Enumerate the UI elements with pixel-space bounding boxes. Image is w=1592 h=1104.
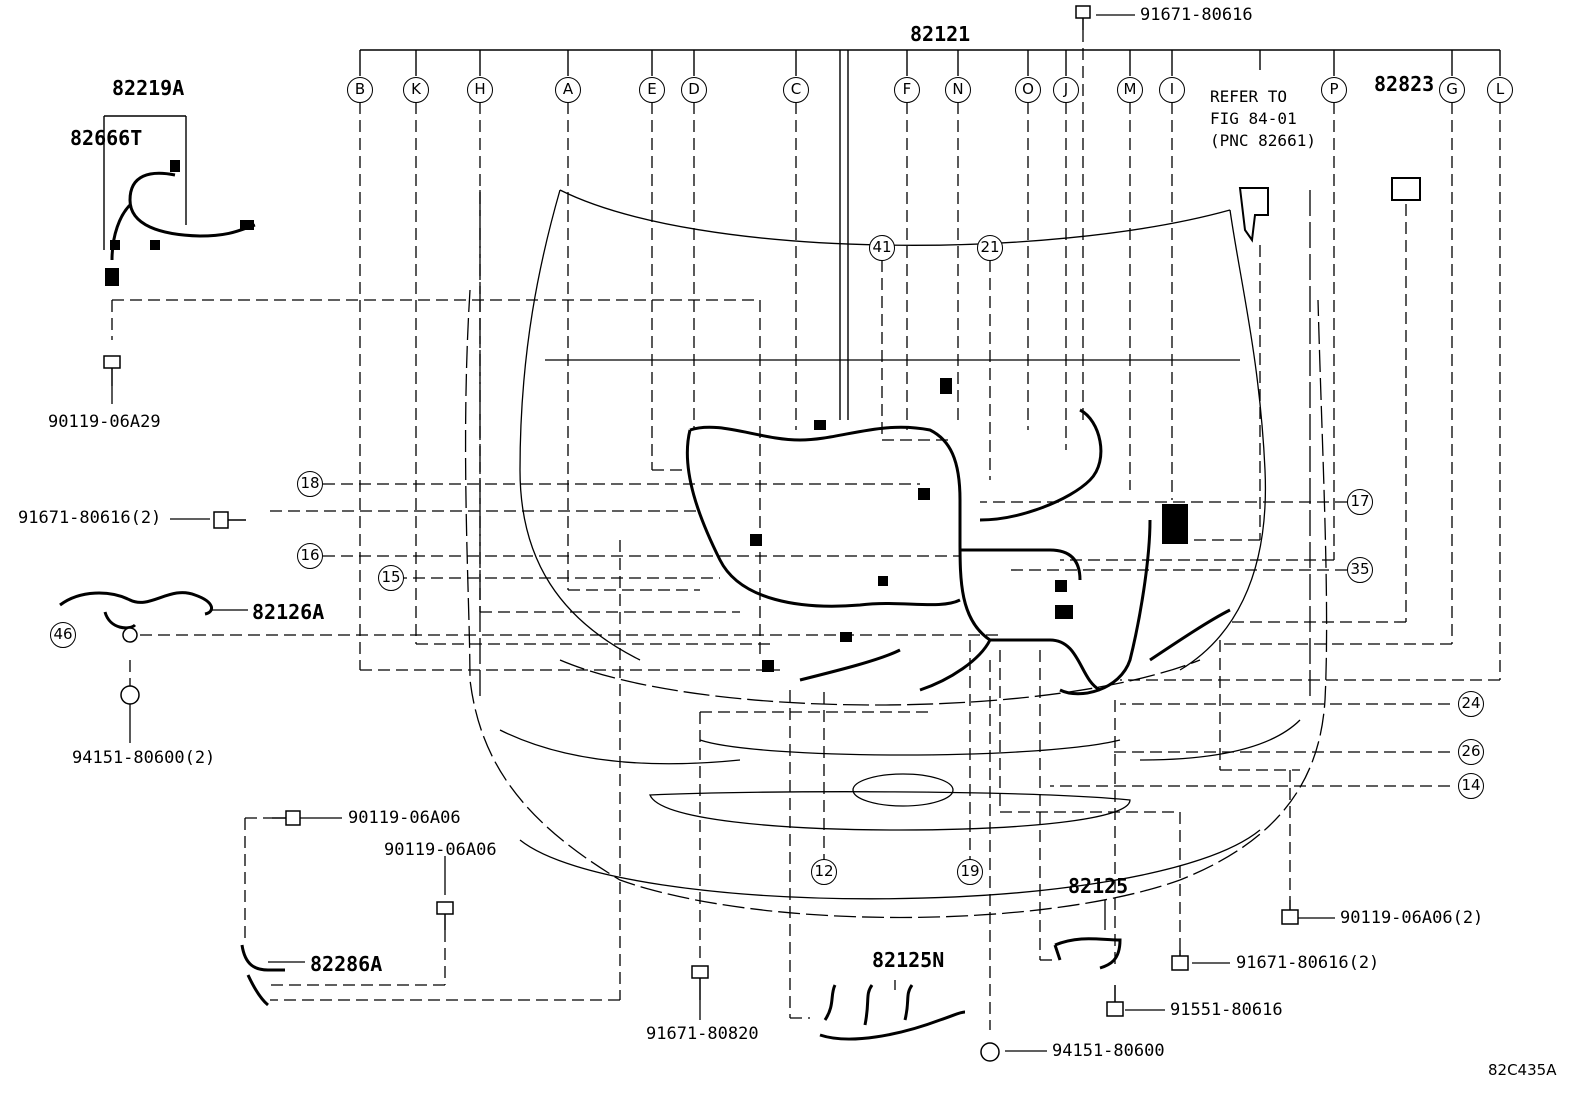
part-number: 91671-80616(2)	[18, 508, 162, 528]
callout-82125: 82125	[1068, 874, 1129, 898]
part-number: 94151-80600(2)	[72, 748, 216, 768]
ref-number: 17	[1347, 489, 1373, 515]
bolt-icon	[1172, 950, 1188, 970]
part-number: 91671-80820	[646, 1024, 759, 1044]
bolt-icon	[272, 811, 300, 825]
connector-letter: P	[1321, 77, 1347, 103]
part-number: 90119-06A29	[48, 412, 161, 432]
ref-number: 35	[1347, 557, 1373, 583]
callout-82286A: 82286A	[310, 952, 383, 976]
part-number: 90119-06A06	[384, 840, 497, 860]
connector-letter: B	[347, 77, 373, 103]
fastener-icons	[104, 6, 1298, 1061]
ref-number: 18	[297, 471, 323, 497]
part-number: 91551-80616	[1170, 1000, 1283, 1020]
refer-note-line2: FIG 84-01	[1210, 109, 1297, 128]
callout-82126A: 82126A	[252, 600, 325, 624]
connector-letter: K	[403, 77, 429, 103]
ref-number: 15	[378, 565, 404, 591]
ref-number: 46	[50, 622, 76, 648]
main-harness-callout: 82121	[910, 22, 971, 46]
callout-82125N: 82125N	[872, 948, 945, 972]
bolt-icon	[104, 356, 120, 386]
connector-letter: C	[783, 77, 809, 103]
connector-letter: A	[555, 77, 581, 103]
part-number: 91671-80616	[1140, 5, 1253, 25]
connector-letter: N	[945, 77, 971, 103]
ref-number: 24	[1458, 691, 1484, 717]
main-harness	[687, 410, 1230, 694]
part-number: 94151-80600	[1052, 1041, 1165, 1061]
refer-note-line3: (PNC 82661)	[1210, 131, 1316, 150]
harness-82126A	[60, 593, 212, 628]
bolt-icon	[437, 902, 453, 930]
connector-letter: J	[1053, 77, 1079, 103]
connector-letter: F	[894, 77, 920, 103]
ref-number: 14	[1458, 773, 1484, 799]
harness-82125N	[820, 985, 965, 1039]
connector-blocks	[105, 160, 1188, 672]
refer-note-line1: REFER TO	[1210, 87, 1288, 106]
part-82823	[1392, 178, 1420, 200]
leader-lines	[112, 30, 1500, 1030]
ref-number: 12	[811, 859, 837, 885]
solid-leaders	[112, 15, 1335, 1051]
bolt-icon	[1076, 6, 1090, 30]
nut-icon	[981, 1043, 999, 1061]
connector-letter: H	[467, 77, 493, 103]
ref-number: 26	[1458, 739, 1484, 765]
bracket-82219A	[104, 116, 186, 250]
vehicle-outline	[466, 190, 1327, 918]
part-number: 90119-06A06(2)	[1340, 908, 1484, 928]
bolt-icon	[1107, 985, 1123, 1016]
nut-icon	[121, 628, 139, 704]
figure-code: 82C435A	[1488, 1061, 1557, 1079]
callout-82823: 82823	[1374, 72, 1435, 96]
main-callout-bracket	[360, 50, 1500, 420]
ref-number: 21	[977, 235, 1003, 261]
connector-letter: L	[1487, 77, 1513, 103]
part-number: 90119-06A06	[348, 808, 461, 828]
connector-letter: G	[1439, 77, 1465, 103]
bolt-icon	[692, 966, 708, 1000]
bolt-icon	[1282, 900, 1298, 924]
ref-number: 19	[957, 859, 983, 885]
part-number: 91671-80616(2)	[1236, 953, 1380, 973]
connector-letter: I	[1159, 77, 1185, 103]
callout-82666T: 82666T	[70, 126, 143, 150]
ref-number: 41	[869, 235, 895, 261]
ref-number: 16	[297, 543, 323, 569]
connector-letter: E	[639, 77, 665, 103]
harness-82286A	[242, 945, 285, 1005]
harness-82219A	[112, 173, 255, 260]
harness-82125	[1055, 939, 1120, 968]
connector-letter: M	[1117, 77, 1143, 103]
refer-bracket-part	[1240, 188, 1268, 240]
callout-82219A: 82219A	[112, 76, 185, 100]
connector-letter: D	[681, 77, 707, 103]
bolt-icon	[214, 512, 246, 528]
connector-letter: O	[1015, 77, 1041, 103]
